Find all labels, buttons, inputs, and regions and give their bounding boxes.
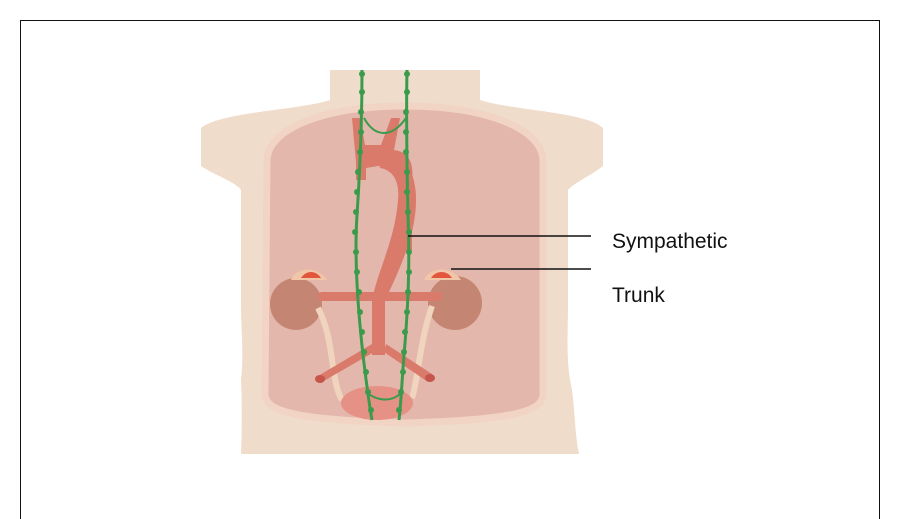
label-trunk: Trunk [612, 285, 665, 306]
renal-arteries [318, 292, 442, 301]
right-kidney [428, 276, 482, 330]
label-sympathetic: Sympathetic [612, 231, 728, 252]
left-kidney [270, 278, 322, 330]
iliac-right-end [425, 374, 435, 382]
iliac-left-end [315, 375, 325, 383]
